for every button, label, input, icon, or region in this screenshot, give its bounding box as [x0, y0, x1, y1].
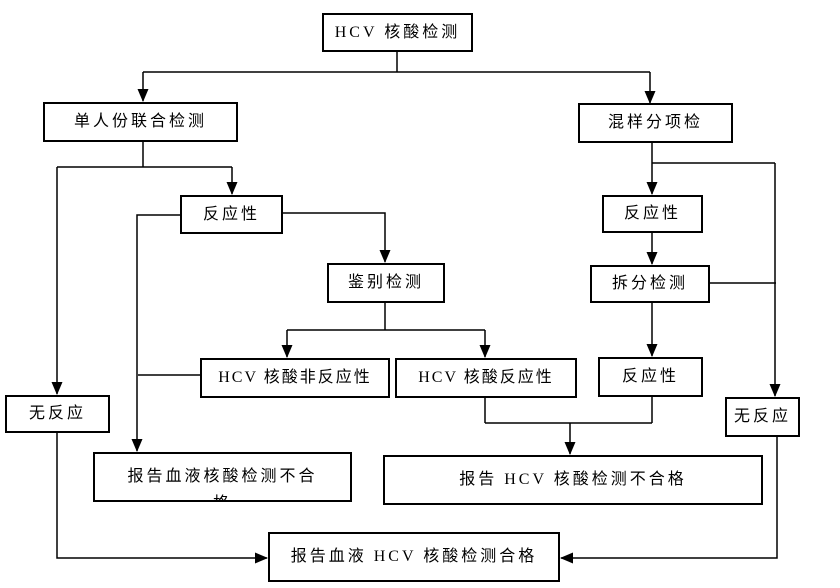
node-discrimination-test: 鉴别检测 [327, 263, 445, 303]
edge-top-split [143, 52, 650, 73]
node-no-reaction-left: 无反应 [5, 395, 110, 433]
node-pooled-split-test: 混样分项检 [578, 103, 733, 143]
edge-reactive-to-report-blood-fail [131, 214, 180, 452]
node-split-test: 拆分检测 [590, 265, 710, 303]
edge-discrimination-split [287, 303, 485, 331]
node-hcv-nonreactive: HCV 核酸非反应性 [200, 358, 390, 398]
node-hcv-test: HCV 核酸检测 [322, 13, 473, 52]
edge-fail-merge [484, 397, 653, 424]
node-hcv-reactive: HCV 核酸反应性 [395, 358, 577, 398]
node-report-hcv-fail: 报告 HCV 核酸检测不合格 [383, 455, 763, 505]
node-reactive-split: 反应性 [598, 357, 703, 397]
node-single-combined-test: 单人份联合检测 [43, 102, 238, 142]
node-reactive-pooled: 反应性 [602, 195, 703, 233]
node-report-blood-nat-fail: 报告血液核酸检测不合格 [93, 452, 352, 502]
edge-right-to-report-pass [560, 437, 778, 564]
node-no-reaction-right: 无反应 [725, 397, 800, 437]
edge-left-to-report-pass [56, 433, 268, 564]
node-report-pass: 报告血液 HCV 核酸检测合格 [268, 532, 560, 582]
edge-to-discrimination [283, 212, 391, 263]
node-reactive-single: 反应性 [180, 195, 283, 234]
edge-single-split [57, 142, 232, 168]
